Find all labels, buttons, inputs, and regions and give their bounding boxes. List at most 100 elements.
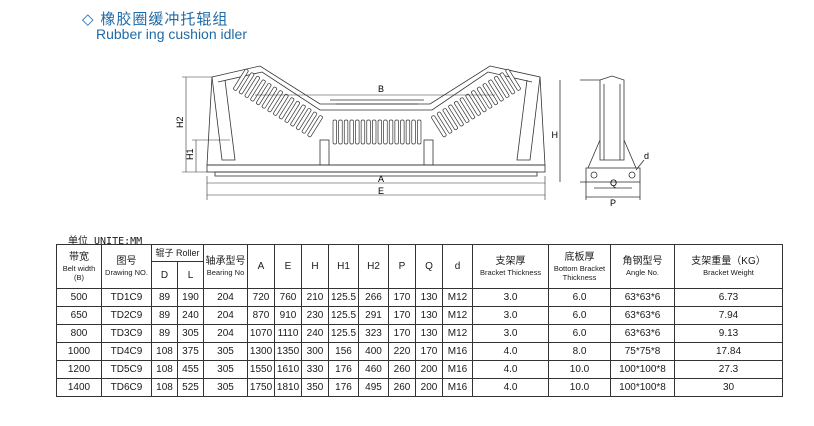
- table-cell: 3.0: [472, 306, 550, 325]
- table-cell: M16: [442, 378, 474, 397]
- table-cell: 89: [151, 288, 178, 307]
- label-H: H: [552, 130, 559, 140]
- roller-ring: [301, 111, 318, 134]
- table-cell: 910: [274, 306, 303, 325]
- table-cell: M16: [442, 342, 474, 361]
- table-cell: 305: [203, 378, 249, 397]
- roller-ring: [476, 86, 493, 109]
- header-weight: 支架重量（KG） Bracket Weight: [674, 244, 784, 289]
- table-cell: 240: [301, 324, 330, 343]
- table-cell: 291: [358, 306, 390, 325]
- label-d: d: [644, 151, 649, 161]
- roller-ring: [360, 119, 366, 145]
- title-cn-text: 橡胶圈缓冲托辊组: [100, 10, 229, 28]
- table-cell: 1110: [274, 324, 303, 343]
- roller-ring: [400, 119, 405, 145]
- header-bracket-thickness: 支架厚 Bracket Thickness: [472, 244, 550, 289]
- table-cell: 108: [151, 378, 178, 397]
- table-cell: 6.0: [548, 324, 612, 343]
- table-cell: 10.0: [548, 378, 612, 397]
- table-cell: 260: [388, 360, 417, 379]
- table-cell: 1300: [247, 342, 276, 361]
- table-cell: 1070: [247, 324, 276, 343]
- table-cell: 125.5: [328, 324, 360, 343]
- table-cell: 3.0: [472, 324, 550, 343]
- table-cell: 89: [151, 324, 178, 343]
- roller-ring: [383, 119, 388, 145]
- table-cell: 125.5: [328, 306, 360, 325]
- table-cell: 760: [274, 288, 303, 307]
- roller-ring: [332, 119, 337, 145]
- table-cell: 176: [328, 378, 360, 397]
- table-cell: 4.0: [472, 360, 550, 379]
- diamond-icon: ◇: [82, 10, 95, 28]
- spec-table: 带宽 Belt width (B) 图号 Drawing NO. 辊子 Roll…: [56, 244, 784, 397]
- label-P: P: [610, 198, 616, 208]
- table-cell: 1750: [247, 378, 276, 397]
- roller-ring: [394, 119, 399, 145]
- roller-ring: [278, 97, 295, 120]
- header-e: E: [274, 244, 303, 289]
- table-cell: 63*63*6: [610, 306, 676, 325]
- roller-ring: [459, 97, 476, 120]
- table-cell: 210: [301, 288, 330, 307]
- roller-ring: [290, 104, 306, 127]
- header-angle: 角钢型号 Angle No.: [610, 244, 676, 289]
- technical-drawing: B A E H2 H1 H d Q P: [175, 65, 649, 208]
- table-cell: 63*63*6: [610, 324, 676, 343]
- roller-ring: [355, 119, 360, 145]
- table-cell: 500: [56, 288, 102, 307]
- roller-ring: [244, 76, 260, 98]
- roller-ring: [261, 86, 278, 109]
- table-cell: 260: [388, 378, 417, 397]
- header-roller: 辊子 Roller: [150, 244, 205, 262]
- table-cell: 27.3: [674, 360, 784, 379]
- table-cell: 1200: [56, 360, 102, 379]
- table-cell: 100*100*8: [610, 360, 676, 379]
- roller-ring: [233, 68, 249, 91]
- table-cell: 1400: [56, 378, 102, 397]
- header-q: Q: [415, 244, 444, 289]
- roller-ring: [267, 90, 283, 113]
- table-cell: M12: [442, 324, 474, 343]
- table-cell: 350: [301, 378, 330, 397]
- header-roller-d: D: [151, 261, 178, 289]
- table-cell: 240: [176, 306, 205, 325]
- table-cell: 204: [203, 324, 249, 343]
- roller-ring: [505, 68, 521, 91]
- table-cell: 170: [388, 324, 417, 343]
- table-cell: 650: [56, 306, 102, 325]
- roller-ring: [366, 119, 371, 145]
- table-cell: 1350: [274, 342, 303, 361]
- table-cell: 323: [358, 324, 390, 343]
- roller-ring: [372, 119, 377, 145]
- roller-ring: [411, 119, 416, 145]
- label-H1: H1: [185, 148, 195, 160]
- roller-ring: [377, 119, 382, 145]
- table-cell: 125.5: [328, 288, 360, 307]
- table-cell: TD5C9: [101, 360, 152, 379]
- roller-ring: [499, 72, 516, 95]
- table-cell: 400: [358, 342, 390, 361]
- roller-ring: [436, 111, 453, 134]
- header-a: A: [247, 244, 276, 289]
- table-cell: 230: [301, 306, 330, 325]
- table-cell: 9.13: [674, 324, 784, 343]
- table-cell: 200: [415, 360, 444, 379]
- table-cell: 3.0: [472, 288, 550, 307]
- table-cell: M12: [442, 306, 474, 325]
- table-cell: 305: [203, 360, 249, 379]
- table-cell: 1810: [274, 378, 303, 397]
- table-cell: 6.0: [548, 288, 612, 307]
- header-roller-l: L: [176, 261, 205, 289]
- roller-ring: [388, 119, 394, 145]
- table-cell: 130: [415, 324, 444, 343]
- label-Q: Q: [610, 178, 617, 188]
- table-cell: 190: [176, 288, 205, 307]
- table-cell: 176: [328, 360, 360, 379]
- unit-label: 单位 UNITE:MM: [68, 236, 143, 247]
